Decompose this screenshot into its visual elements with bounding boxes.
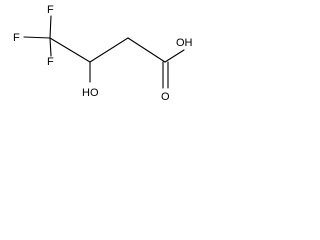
bond-ch2-cooh [127, 37, 166, 63]
atom-carbonyl-oxygen: O [161, 91, 170, 103]
bond-ch-ch2 [89, 37, 129, 63]
bond-c-f-top [49, 15, 52, 39]
bond-c-oh [164, 49, 185, 63]
bond-group [23, 15, 185, 89]
atom-f-top: F [47, 4, 54, 16]
atom-acid-hydroxyl: OH [176, 37, 193, 49]
bond-cf3-ch [49, 37, 91, 63]
atom-f-left: F [13, 32, 20, 44]
bond-c-f-left [23, 36, 51, 39]
structure-diagram: F F F HO OH O [13, 4, 193, 103]
atom-label-group: F F F HO OH O [13, 4, 193, 103]
bond-c-f-bottom [49, 37, 52, 57]
atom-hydroxyl: HO [82, 87, 99, 99]
atom-f-bottom: F [47, 56, 54, 68]
